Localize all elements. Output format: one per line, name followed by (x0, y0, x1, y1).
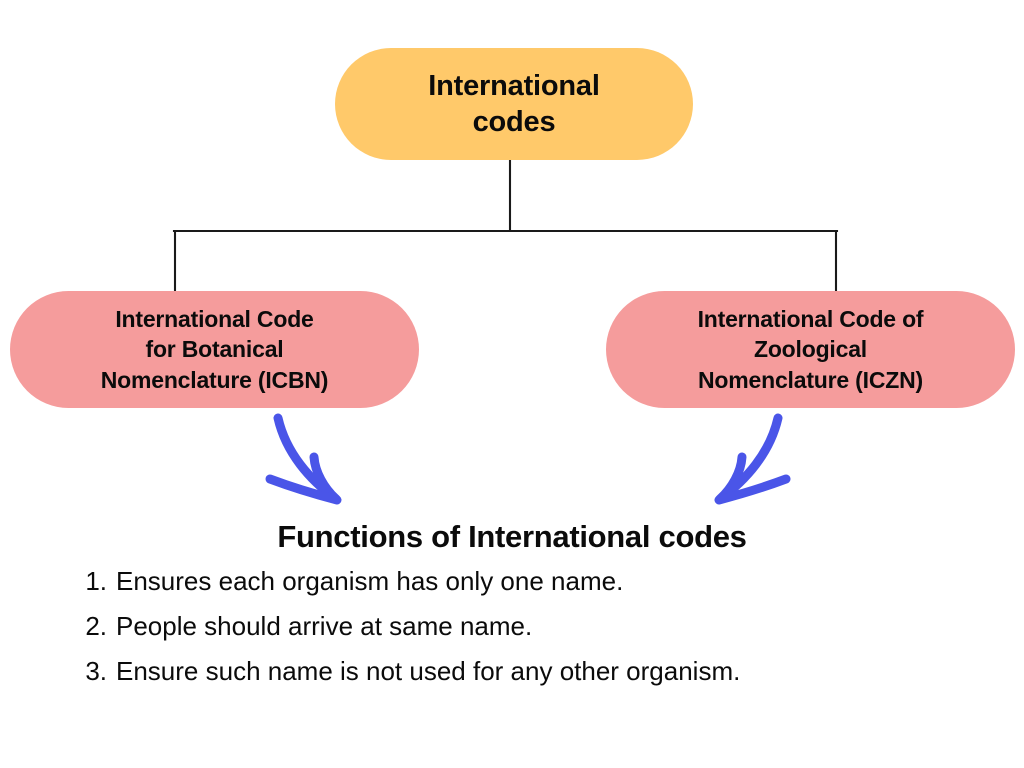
functions-section: Functions of International codes 1. Ensu… (0, 519, 1024, 703)
list-item: 1. Ensures each organism has only one na… (0, 568, 1024, 594)
node-icbn[interactable]: International Code for Botanical Nomencl… (10, 291, 419, 408)
list-item-text: Ensures each organism has only one name. (116, 566, 624, 597)
arrow-icon-iczn-to-functions (714, 413, 791, 505)
functions-heading: Functions of International codes (277, 519, 747, 554)
node-icbn-label: International Code for Botanical Nomencl… (100, 305, 329, 393)
list-item-text: Ensure such name is not used for any oth… (116, 656, 741, 687)
list-item-marker: 2. (85, 611, 107, 642)
node-iczn[interactable]: International Code of Zoological Nomencl… (606, 291, 1015, 408)
list-item: 3. Ensure such name is not used for any … (0, 658, 1024, 684)
list-item: 2. People should arrive at same name. (0, 613, 1024, 639)
list-item-marker: 3. (85, 656, 107, 687)
arrow-icon-icbn-to-functions (265, 413, 342, 505)
node-iczn-label: International Code of Zoological Nomencl… (697, 305, 924, 393)
functions-list: 1. Ensures each organism has only one na… (0, 568, 1024, 684)
list-item-text: People should arrive at same name. (116, 611, 533, 642)
node-international-codes[interactable]: International codes (335, 48, 693, 160)
list-item-marker: 1. (85, 566, 107, 597)
node-international-codes-label: International codes (428, 69, 600, 138)
